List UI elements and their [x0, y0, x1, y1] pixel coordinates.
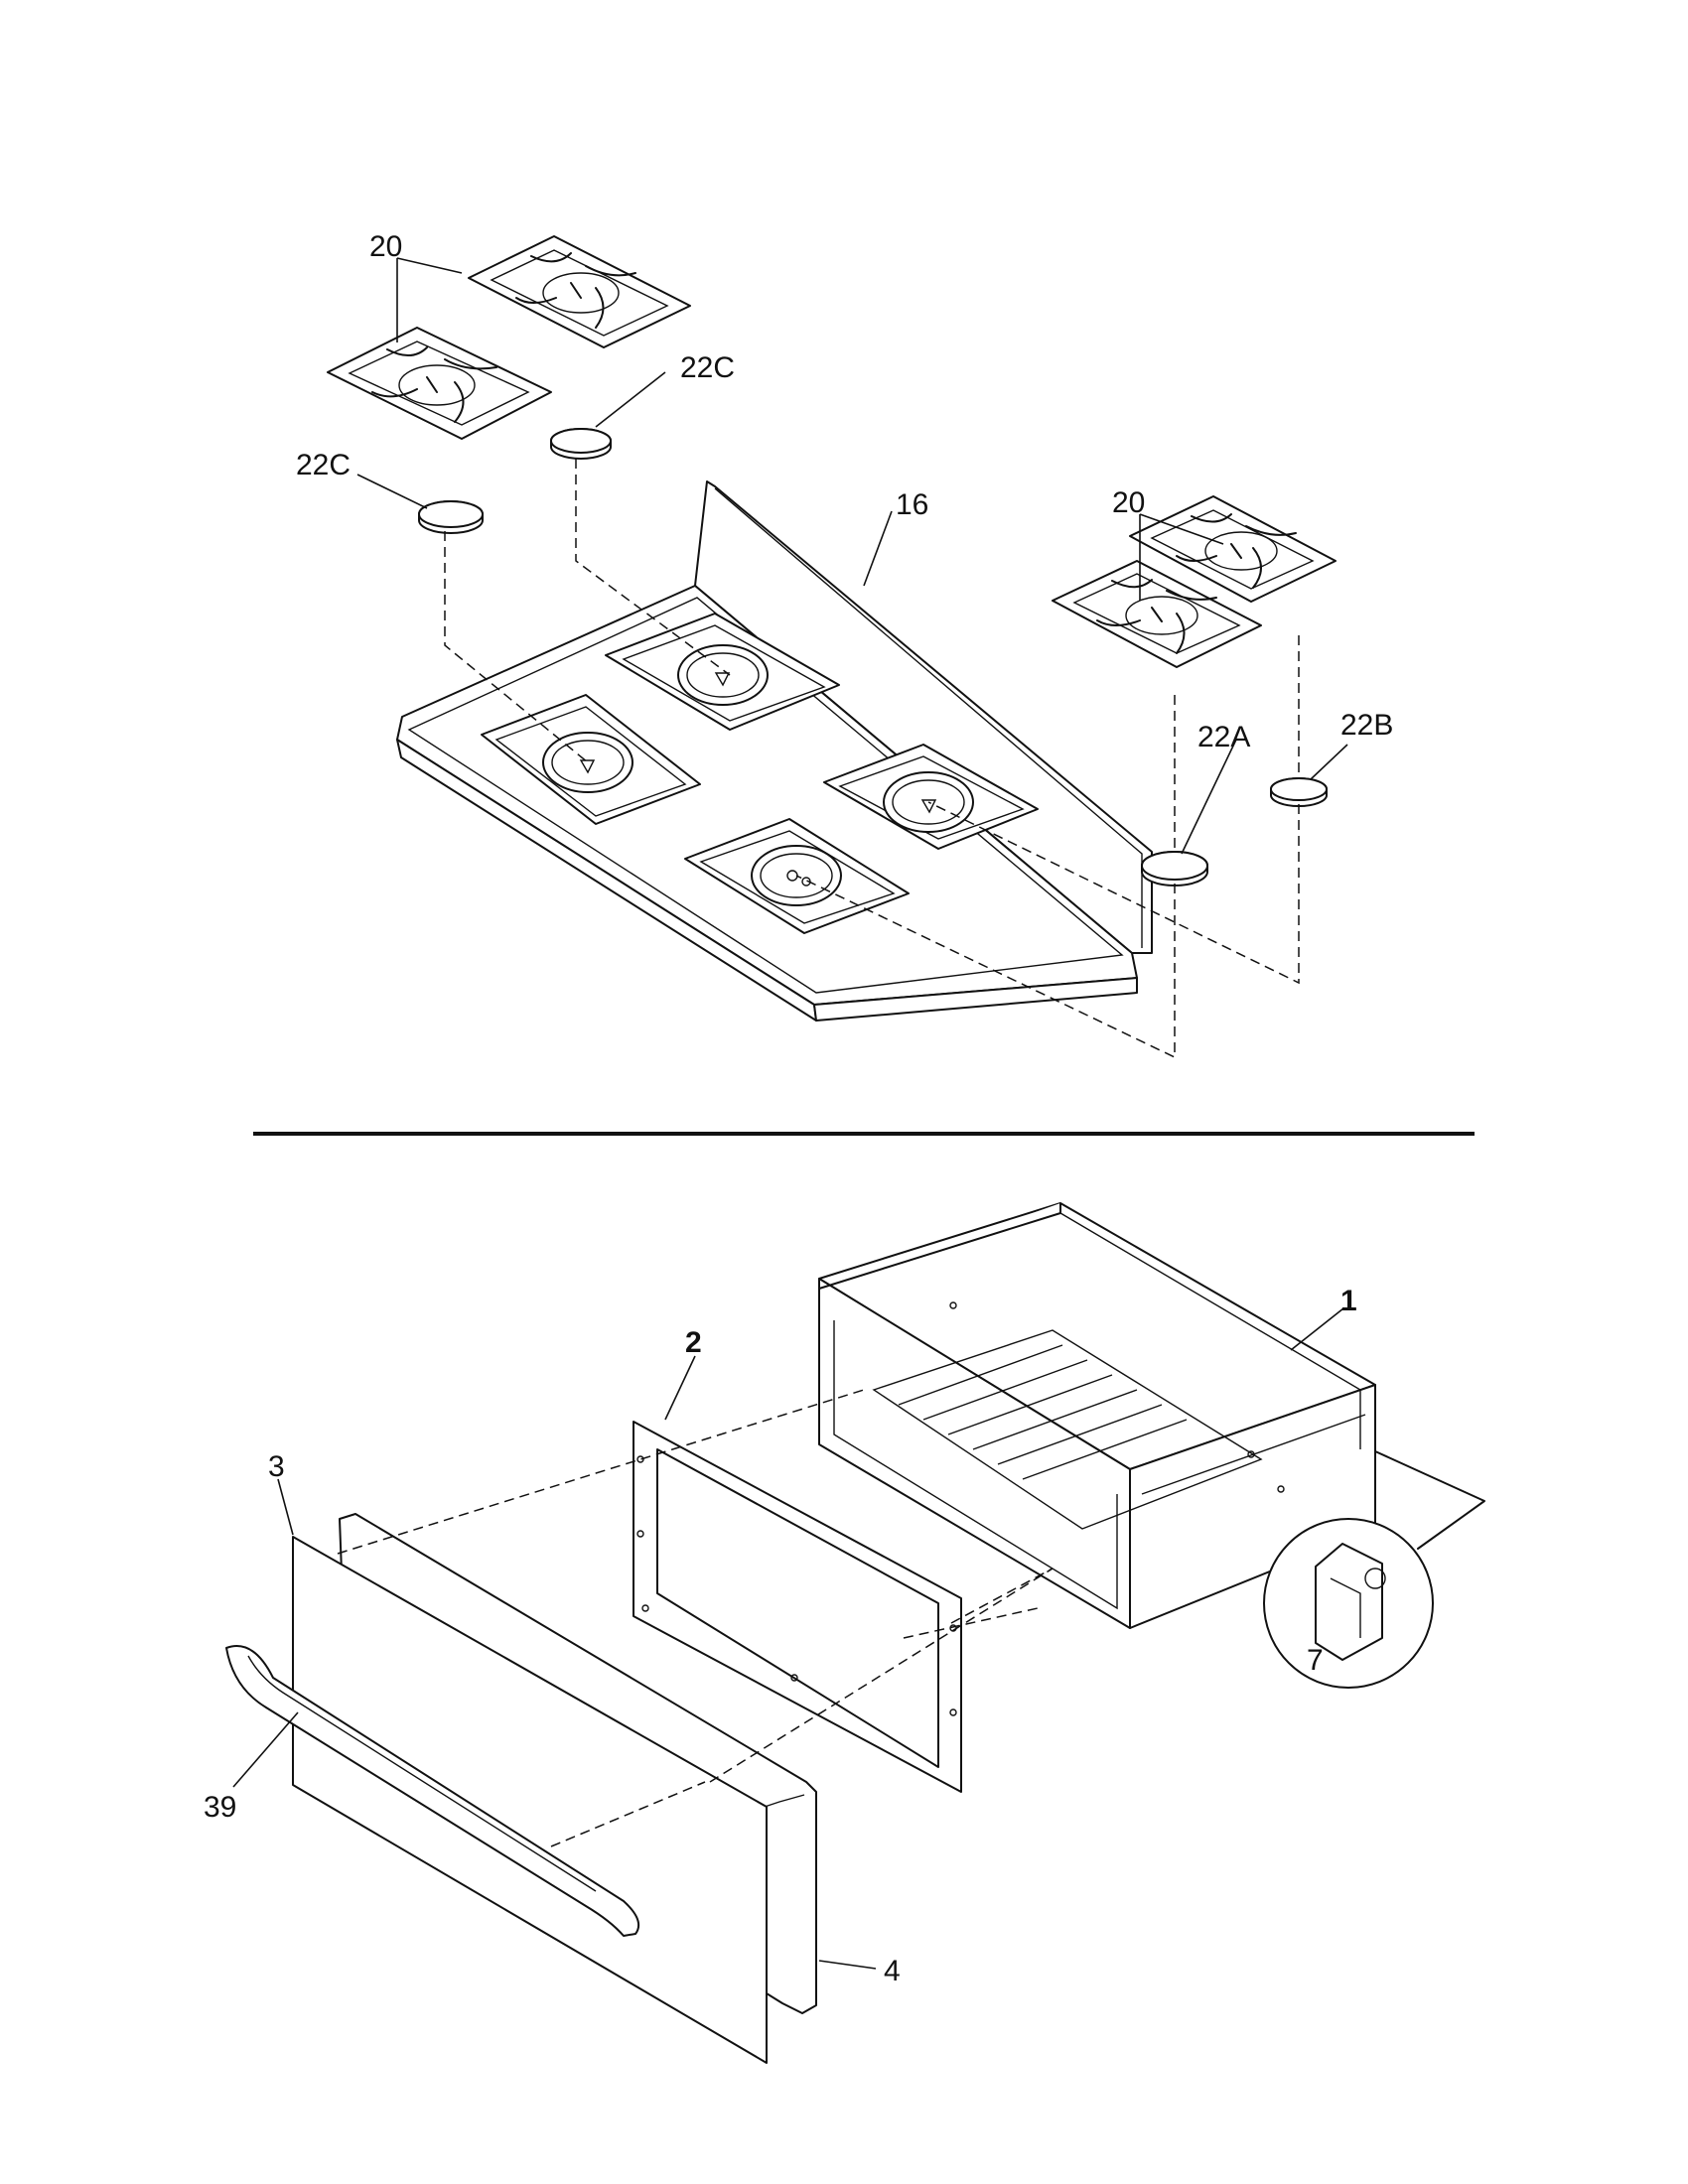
grate-left-rear	[468, 235, 691, 348]
burner-well-left-front	[481, 694, 701, 825]
label-cap-right-rear: 22B	[1340, 709, 1393, 742]
burner-cap-right-front	[1141, 851, 1208, 887]
label-cooktop: 16	[896, 488, 928, 521]
grate-right-rear	[1129, 495, 1336, 603]
burner-cap-left-upper	[550, 428, 612, 460]
label-cap-left-lower: 22C	[296, 449, 351, 481]
label-cap-right-front: 22A	[1197, 721, 1250, 753]
burner-cap-left-lower	[418, 500, 484, 534]
cooktop-assembly	[327, 235, 1336, 1059]
label-drawer-body: 1	[1340, 1285, 1357, 1317]
label-cap-left-upper: 22C	[680, 351, 735, 384]
drawer-handle-part	[225, 1645, 639, 1937]
alignment-lines-bottom	[337, 1389, 1054, 1847]
grate-left-pair	[327, 235, 691, 440]
burner-well-left-rear	[605, 613, 840, 731]
burner-cap-right-rear	[1270, 777, 1328, 807]
clip-detail-part	[1263, 1518, 1434, 1689]
label-drawer-front-back: 4	[884, 1955, 901, 1987]
cooktop-part	[396, 480, 1153, 1022]
grate-right-front	[1052, 560, 1262, 668]
label-drawer-front-panel: 3	[268, 1450, 285, 1483]
grate-right-pair	[1052, 495, 1336, 668]
label-grate-right: 20	[1112, 486, 1145, 519]
label-drawer-handle: 39	[204, 1791, 236, 1824]
label-drawer-clip: 7	[1307, 1644, 1324, 1677]
grate-left-front	[327, 327, 552, 440]
label-drawer-frame: 2	[685, 1326, 702, 1359]
alignment-lines-top	[444, 459, 1300, 1059]
drawer-assembly	[225, 1202, 1485, 2064]
drawer-body-part	[818, 1202, 1376, 1629]
drawer-frame-part	[633, 1421, 962, 1793]
clip-detail-pointer	[1374, 1450, 1485, 1550]
label-grate-left: 20	[369, 230, 402, 263]
leader-lines	[232, 257, 1348, 1970]
callout-labels: 20 22C 22C 16 20 22A 22B 1 2 3 4 7 39	[204, 230, 1393, 1987]
